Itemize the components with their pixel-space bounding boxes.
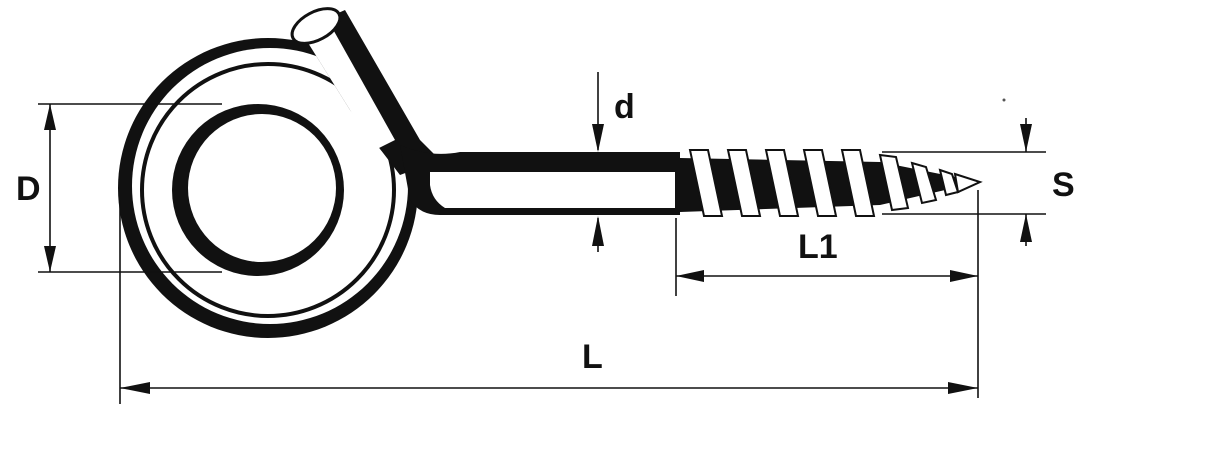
- dimension-d: [592, 72, 604, 252]
- label-L: L: [582, 338, 603, 376]
- dimension-L1-arrow-right: [950, 270, 978, 282]
- eye-hole: [188, 114, 336, 262]
- dimension-D: [38, 103, 222, 273]
- label-d: d: [614, 88, 635, 126]
- dimension-D-arrow-bottom: [44, 246, 56, 272]
- thread: [680, 149, 983, 217]
- wire-end-highlight: [305, 24, 395, 150]
- dimension-d-arrow-top: [592, 124, 604, 152]
- scan-speck: [1002, 98, 1006, 102]
- thread-crest: [840, 149, 876, 217]
- label-L1: L1: [798, 228, 838, 266]
- dimension-L1: [675, 190, 979, 398]
- thread-crest: [910, 161, 938, 205]
- label-D: D: [16, 170, 41, 208]
- dimension-S: [882, 118, 1046, 246]
- thread-crests: [688, 149, 960, 217]
- label-S: S: [1052, 166, 1075, 204]
- dimension-L-arrow-right: [948, 382, 978, 394]
- thread-tip: [953, 172, 983, 194]
- thread-crest: [802, 149, 838, 217]
- eye-ring: [118, 38, 418, 338]
- dimension-L1-arrow-left: [676, 270, 704, 282]
- dimension-S-arrow-bottom: [1020, 214, 1032, 242]
- thread-crest: [764, 149, 800, 217]
- dimension-L: [119, 200, 978, 404]
- eye-ring-outer-line: [140, 62, 396, 318]
- dimension-L-arrow-left: [120, 382, 150, 394]
- thread-crest: [878, 153, 910, 212]
- wire-end: [290, 7, 440, 175]
- dimension-D-arrow-top: [44, 104, 56, 130]
- wire-end-cap: [290, 7, 342, 45]
- thread-crest: [688, 149, 724, 217]
- thread-crest: [726, 149, 762, 217]
- dimension-d-arrow-bottom: [592, 216, 604, 246]
- shank: [400, 145, 680, 215]
- dimension-S-arrow-top: [1020, 124, 1032, 152]
